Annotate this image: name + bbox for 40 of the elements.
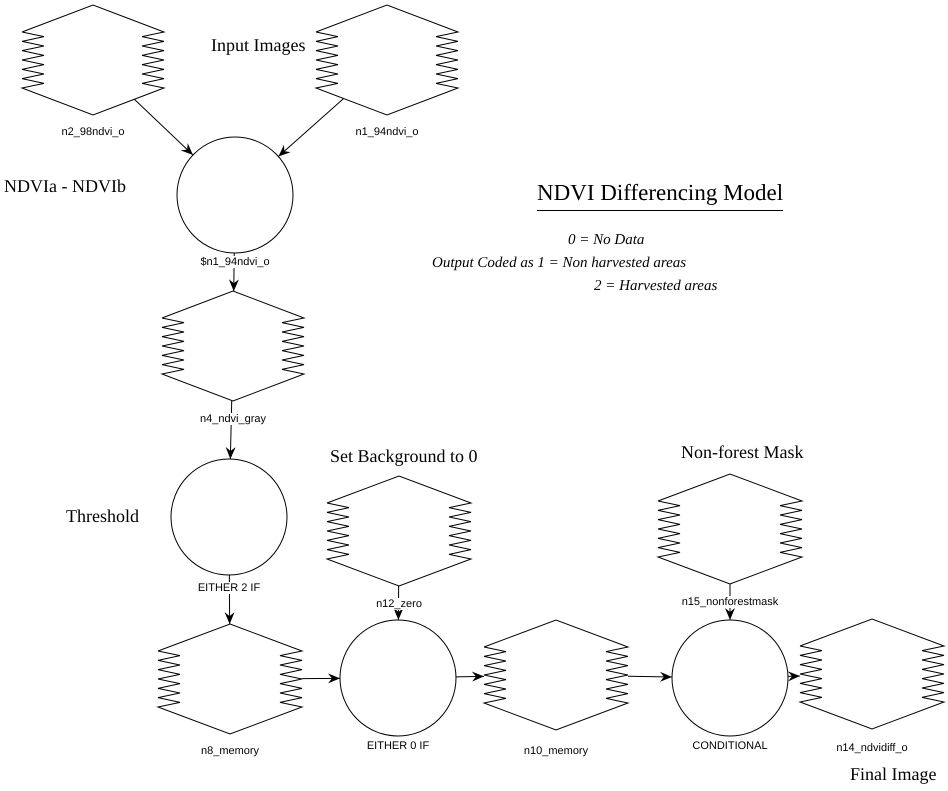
arrow bbox=[134, 98, 194, 156]
node-label: EITHER 2 IF bbox=[196, 582, 262, 594]
function-circle bbox=[340, 620, 456, 736]
raster-image-shape bbox=[800, 619, 944, 729]
raster-image-shape bbox=[658, 474, 802, 584]
node-label: n14_ndvidiff_o bbox=[835, 742, 909, 754]
node-label: n4_ndvi_gray bbox=[198, 413, 268, 425]
raster-image-shape bbox=[162, 291, 304, 401]
annotation-text: Output Coded as 1 = Non harvested areas bbox=[432, 255, 686, 272]
arrow bbox=[628, 672, 672, 682]
raster-image-shape bbox=[484, 620, 628, 730]
node-label: n12_zero bbox=[375, 598, 423, 610]
node-heading: Threshold bbox=[66, 506, 139, 527]
node-label: n10_memory bbox=[522, 745, 590, 757]
node-label: n1_94ndvi_o bbox=[354, 126, 420, 138]
annotation-text: 0 = No Data bbox=[568, 232, 644, 249]
arrow bbox=[456, 672, 484, 682]
node-heading: Non-forest Mask bbox=[681, 442, 804, 463]
arrow bbox=[787, 671, 800, 682]
raster-image-shape bbox=[327, 476, 471, 586]
function-circle bbox=[177, 137, 293, 253]
node-label: CONDITIONAL bbox=[691, 740, 769, 752]
node-label: EITHER 0 IF bbox=[366, 740, 430, 752]
annotation-text: 2 = Harvested areas bbox=[594, 278, 718, 295]
annotation-text: Input Images bbox=[211, 35, 306, 56]
node-label: $n1_94ndvi_o bbox=[199, 256, 271, 268]
diagram-title: NDVI Differencing Model bbox=[537, 180, 784, 211]
arrow bbox=[302, 673, 340, 684]
node-label: n15_nonforestmask bbox=[680, 596, 780, 608]
function-circle bbox=[171, 459, 287, 575]
arrow bbox=[278, 98, 344, 157]
node-label: n8_memory bbox=[200, 745, 260, 757]
node-heading: Final Image bbox=[850, 764, 936, 785]
raster-image-shape bbox=[158, 624, 302, 734]
raster-image-shape bbox=[316, 5, 458, 115]
node-heading: NDVIa - NDVIb bbox=[4, 176, 126, 197]
function-circle bbox=[672, 620, 788, 736]
node-heading: Set Background to 0 bbox=[330, 446, 478, 467]
node-label: n2_98ndvi_o bbox=[60, 126, 126, 138]
raster-image-shape bbox=[22, 5, 164, 115]
